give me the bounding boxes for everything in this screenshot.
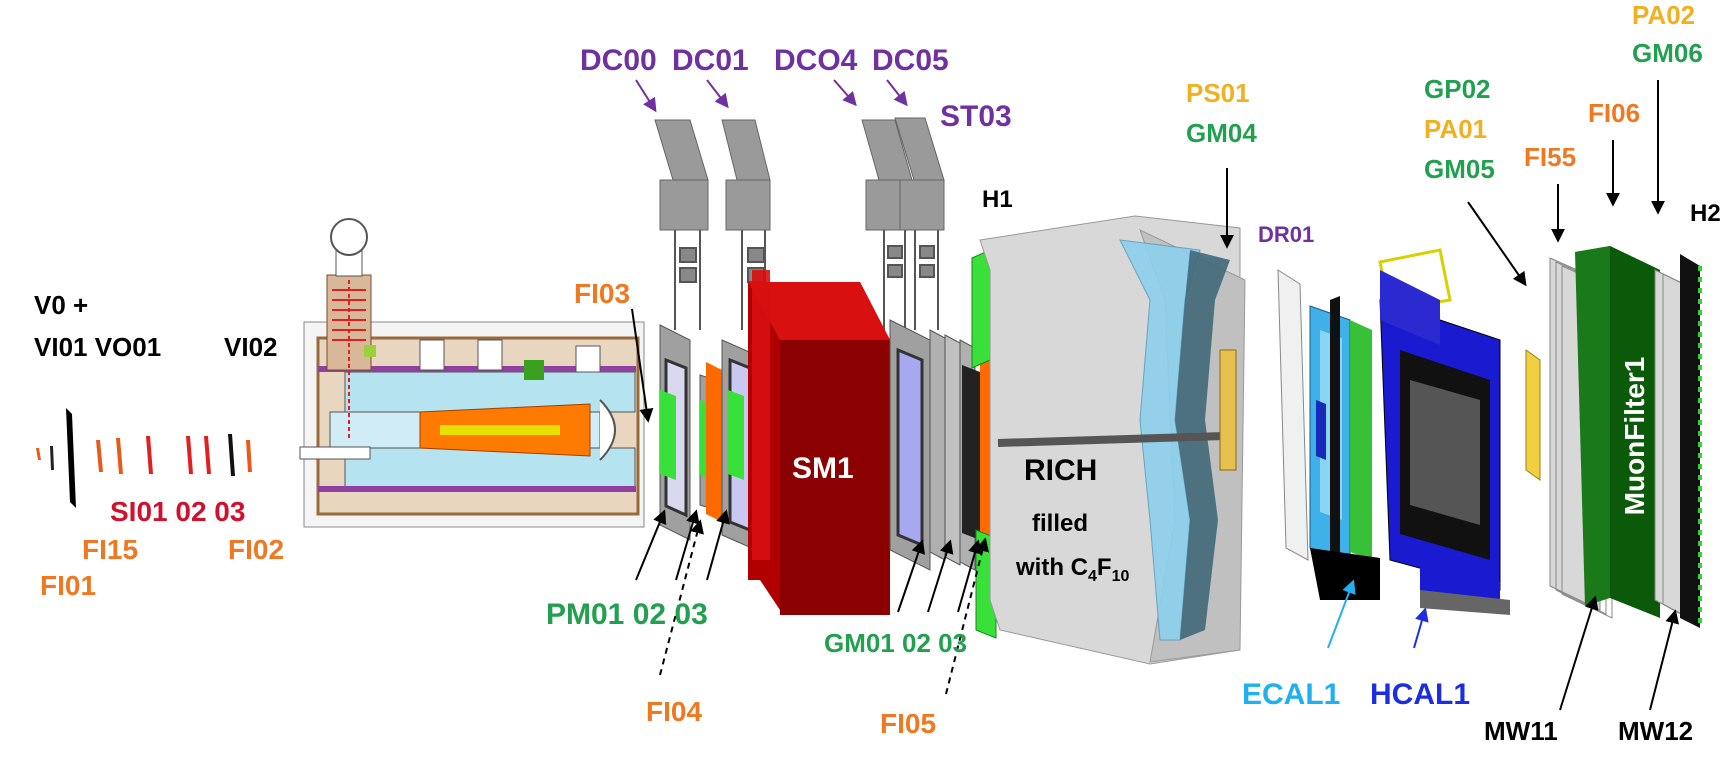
label-vi02: VI02 <box>224 332 278 362</box>
hcal1-detector <box>1378 248 1510 615</box>
ps01-detector <box>1219 349 1237 471</box>
label-gm06: GM06 <box>1632 38 1703 68</box>
label-rich: RICH <box>1024 454 1098 487</box>
sm1-magnet <box>748 270 890 615</box>
label-h2: H2 <box>1690 200 1721 227</box>
label-ecal1: ECAL1 <box>1242 678 1341 711</box>
label-dc04: DCO4 <box>774 44 858 77</box>
label-pa01: PA01 <box>1424 114 1488 144</box>
label-dc01: DC01 <box>672 44 749 77</box>
rich-vessel <box>979 215 1246 665</box>
label-fi01: FI01 <box>40 570 97 601</box>
dr01-detector <box>1277 269 1309 561</box>
label-ps01: PS01 <box>1186 78 1250 108</box>
dc-stands <box>654 117 945 231</box>
label-gm04: GM04 <box>1186 118 1257 148</box>
fi55-detector <box>1525 349 1541 481</box>
label-dc05: DC05 <box>872 44 949 77</box>
muonfilter1-block <box>1575 246 1660 618</box>
label-muonfilter1: MuonFilter1 <box>1619 356 1650 516</box>
label-gm01-02-03: GM01 02 03 <box>824 628 968 658</box>
label-dc00: DC00 <box>580 44 657 77</box>
label-v0: V0 + <box>34 290 89 320</box>
label-fi15: FI15 <box>82 534 139 565</box>
ecal1-detector <box>1309 296 1380 600</box>
label-sm1: SM1 <box>792 452 854 485</box>
label-si01-02-03: SI01 02 03 <box>110 496 246 527</box>
label-fi55: FI55 <box>1524 142 1577 172</box>
label-fi03: FI03 <box>574 278 631 309</box>
label-h1: H1 <box>982 186 1013 213</box>
pointer-arrows <box>631 79 1680 711</box>
label-rich-gas: with C4F10 <box>1016 554 1130 585</box>
label-fi02: FI02 <box>228 534 285 565</box>
label-vi01-vo01: VI01 VO01 <box>34 332 162 362</box>
label-fi05: FI05 <box>880 708 937 739</box>
h2-hodoscope <box>1680 254 1702 628</box>
label-hcal1: HCAL1 <box>1370 678 1471 711</box>
label-gp02: GP02 <box>1424 74 1491 104</box>
label-st03: ST03 <box>940 100 1012 133</box>
label-rich-filled: filled <box>1032 510 1089 537</box>
dc-frames-downstream <box>889 319 990 571</box>
beam-detectors <box>36 408 252 508</box>
label-mw11: MW11 <box>1484 716 1558 746</box>
target-assembly <box>299 218 645 528</box>
label-fi06: FI06 <box>1588 98 1641 128</box>
label-pm01-02-03: PM01 02 03 <box>546 598 708 631</box>
label-pa02: PA02 <box>1632 0 1696 30</box>
label-mw12: MW12 <box>1618 716 1694 746</box>
dc-frames-upstream <box>659 324 757 551</box>
label-gm05: GM05 <box>1424 154 1495 184</box>
label-dr01: DR01 <box>1258 222 1315 247</box>
label-fi04: FI04 <box>646 696 703 727</box>
